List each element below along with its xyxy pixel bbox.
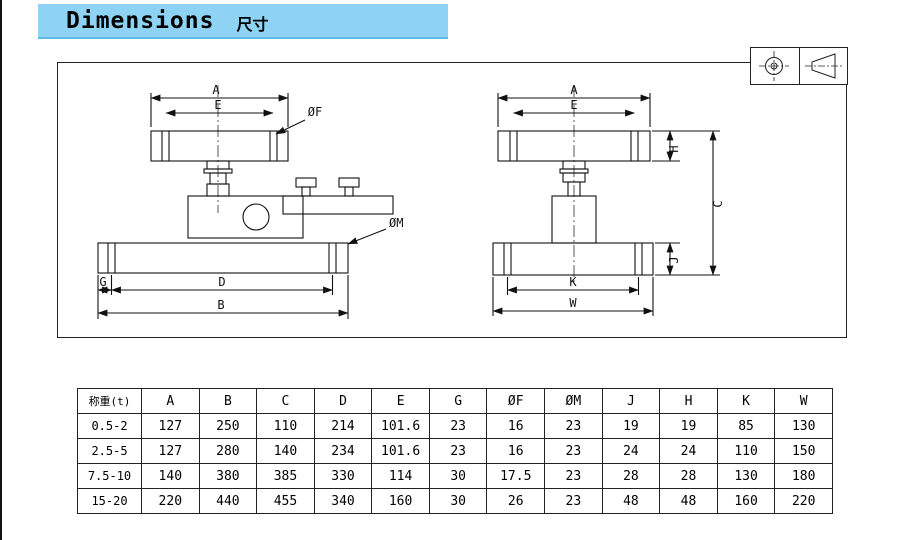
- dimension-value-cell: 380: [198, 463, 258, 489]
- drawing-frame: A E ØF ØM G D B A E H C J K W: [57, 62, 847, 338]
- dimension-value-cell: 214: [313, 413, 373, 439]
- technical-drawing: A E ØF ØM G D B A E H C J K W: [97, 83, 725, 319]
- dimension-value-cell: 19: [659, 413, 718, 439]
- dim-label-phim: ØM: [389, 216, 403, 230]
- dimension-value-cell: 23: [544, 463, 603, 489]
- dimension-value-cell: 330: [313, 463, 373, 489]
- table-header-cell: G: [428, 388, 488, 414]
- dimension-value-cell: 23: [428, 438, 488, 464]
- dim-label-phif: ØF: [308, 105, 322, 119]
- table-header-cell: A: [141, 388, 200, 414]
- dimension-value-cell: 114: [371, 463, 430, 489]
- dimension-value-cell: 140: [141, 463, 200, 489]
- capacity-range-cell: 0.5-2: [77, 413, 142, 439]
- front-view: [492, 85, 720, 316]
- dim-label-c: C: [711, 200, 725, 207]
- dim-label-k: K: [569, 275, 577, 289]
- table-header-cell: D: [313, 388, 373, 414]
- datum-target-icon: [751, 48, 799, 84]
- dimension-labels: A E ØF ØM G D B A E H C J K W: [99, 83, 725, 312]
- dimension-value-cell: 234: [313, 438, 373, 464]
- section-title: Dimensions: [66, 7, 215, 34]
- table-header-cell: 称重(t): [77, 388, 142, 414]
- dim-label-a-left: A: [212, 83, 220, 97]
- dim-label-w: W: [569, 296, 577, 310]
- dim-label-h: H: [667, 145, 681, 152]
- table-header-cell: K: [716, 388, 776, 414]
- table-header-cell: C: [256, 388, 315, 414]
- dimension-value-cell: 24: [601, 438, 661, 464]
- dimension-value-cell: 30: [428, 463, 488, 489]
- dimension-value-cell: 220: [141, 488, 200, 514]
- dimension-value-cell: 23: [544, 413, 603, 439]
- first-angle-projection-icon: [798, 48, 848, 84]
- side-view: [97, 85, 394, 319]
- dimension-value-cell: 26: [486, 488, 546, 514]
- dim-label-e-left: E: [214, 98, 221, 112]
- dimension-value-cell: 24: [659, 438, 718, 464]
- dimension-value-cell: 16: [486, 438, 546, 464]
- section-header-bar: Dimensions 尺寸: [38, 4, 448, 39]
- dimension-value-cell: 101.6: [371, 413, 430, 439]
- dimension-value-cell: 150: [774, 438, 833, 464]
- dim-label-a-right: A: [570, 83, 578, 97]
- dimension-value-cell: 130: [716, 463, 776, 489]
- dimension-value-cell: 130: [774, 413, 833, 439]
- dimension-value-cell: 23: [544, 438, 603, 464]
- table-header-cell: E: [371, 388, 430, 414]
- capacity-range-cell: 15-20: [77, 488, 142, 514]
- dim-label-e-right: E: [570, 98, 577, 112]
- dimension-value-cell: 19: [601, 413, 661, 439]
- dim-label-j: J: [667, 256, 681, 263]
- dim-label-b: B: [217, 298, 224, 312]
- dimension-value-cell: 23: [544, 488, 603, 514]
- dimension-value-cell: 140: [256, 438, 315, 464]
- dimension-value-cell: 16: [486, 413, 546, 439]
- table-header-cell: J: [601, 388, 661, 414]
- dimension-value-cell: 220: [774, 488, 833, 514]
- table-header-cell: ØF: [486, 388, 546, 414]
- dimension-value-cell: 48: [601, 488, 661, 514]
- table-header-cell: H: [659, 388, 718, 414]
- dimension-value-cell: 110: [256, 413, 315, 439]
- dimension-value-cell: 340: [313, 488, 373, 514]
- dimension-value-cell: 160: [716, 488, 776, 514]
- projection-symbol-box: [750, 47, 848, 85]
- section-subtitle-chinese: 尺寸: [236, 14, 269, 34]
- dimension-value-cell: 17.5: [486, 463, 546, 489]
- dim-label-g: G: [99, 275, 106, 289]
- dimension-value-cell: 28: [659, 463, 718, 489]
- dimension-value-cell: 127: [141, 413, 200, 439]
- table-header-cell: W: [774, 388, 833, 414]
- dimension-value-cell: 48: [659, 488, 718, 514]
- dimension-value-cell: 250: [198, 413, 258, 439]
- dimension-value-cell: 180: [774, 463, 833, 489]
- table-header-cell: B: [198, 388, 258, 414]
- dimension-value-cell: 385: [256, 463, 315, 489]
- dimension-value-cell: 455: [256, 488, 315, 514]
- capacity-range-cell: 2.5-5: [77, 438, 142, 464]
- capacity-range-cell: 7.5-10: [77, 463, 142, 489]
- dimension-value-cell: 110: [716, 438, 776, 464]
- dimension-value-cell: 160: [371, 488, 430, 514]
- table-header-cell: ØM: [544, 388, 603, 414]
- dimension-value-cell: 23: [428, 413, 488, 439]
- dimension-value-cell: 85: [716, 413, 776, 439]
- dimension-value-cell: 28: [601, 463, 661, 489]
- dimension-value-cell: 127: [141, 438, 200, 464]
- dimension-value-cell: 30: [428, 488, 488, 514]
- dimension-value-cell: 280: [198, 438, 258, 464]
- dimension-value-cell: 440: [198, 488, 258, 514]
- dimension-value-cell: 101.6: [371, 438, 430, 464]
- dim-label-d: D: [218, 275, 225, 289]
